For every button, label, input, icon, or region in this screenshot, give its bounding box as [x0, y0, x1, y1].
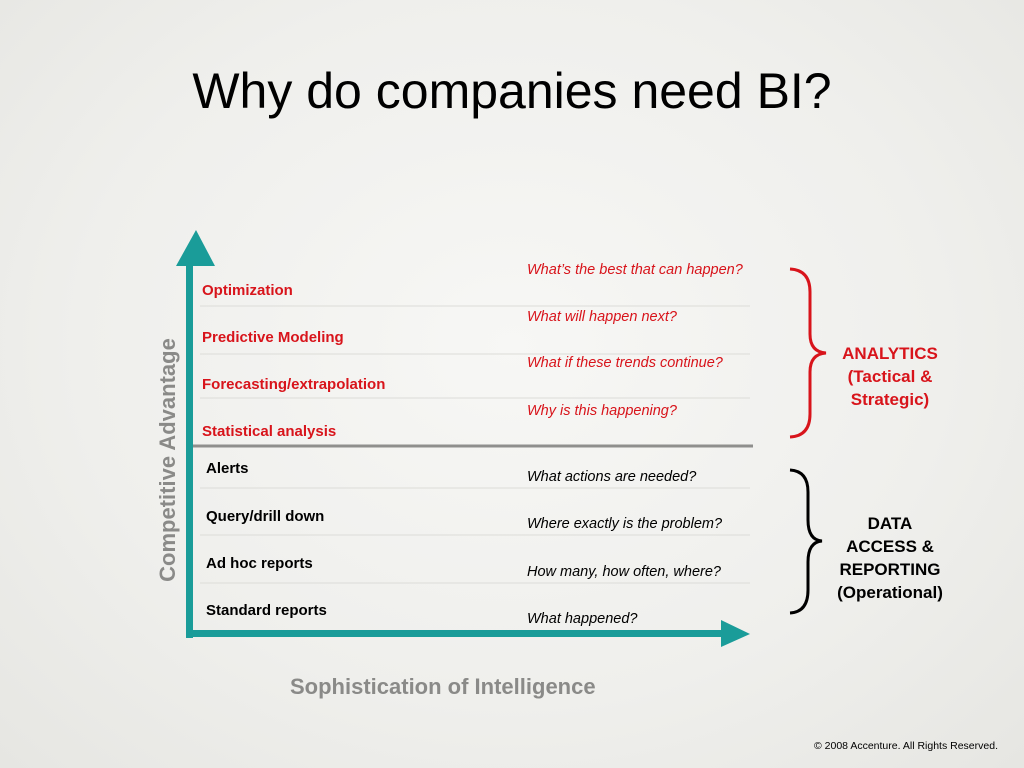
level-statistical-analysis: Statistical analysis — [202, 423, 337, 440]
level-standard-reports: Standard reports — [206, 602, 327, 619]
reporting-brace — [789, 468, 823, 615]
reporting-group-label: DATA ACCESS & REPORTING (Operational) — [837, 514, 943, 602]
question-best-can-happen: What’s the best that can happen? — [527, 262, 743, 278]
question-where-problem: Where exactly is the problem? — [527, 516, 723, 532]
level-predictive-modeling: Predictive Modeling — [202, 329, 344, 346]
y-axis-label: Competitive Advantage — [155, 338, 180, 582]
question-why-happening: Why is this happening? — [527, 403, 677, 419]
question-how-many: How many, how often, where? — [527, 564, 721, 580]
level-optimization: Optimization — [202, 282, 293, 299]
x-axis-label: Sophistication of Intelligence — [290, 674, 596, 699]
copyright-notice: © 2008 Accenture. All Rights Reserved. — [813, 740, 998, 752]
x-axis-arrow — [186, 620, 750, 647]
slide-title: Why do companies need BI? — [192, 63, 832, 119]
question-trends-continue: What if these trends continue? — [527, 355, 723, 371]
level-ad-hoc-reports: Ad hoc reports — [206, 555, 313, 572]
question-actions-needed: What actions are needed? — [527, 469, 697, 485]
level-query-drill-down: Query/drill down — [206, 508, 325, 525]
level-forecasting: Forecasting/extrapolation — [202, 376, 386, 393]
question-what-happened: What happened? — [527, 611, 638, 627]
analytics-brace — [789, 267, 827, 439]
question-what-next: What will happen next? — [527, 309, 677, 325]
row-separators — [200, 305, 750, 584]
level-alerts: Alerts — [206, 460, 249, 477]
analytics-group-label: ANALYTICS (Tactical & Strategic) — [842, 344, 938, 409]
y-axis-arrow — [176, 230, 215, 638]
